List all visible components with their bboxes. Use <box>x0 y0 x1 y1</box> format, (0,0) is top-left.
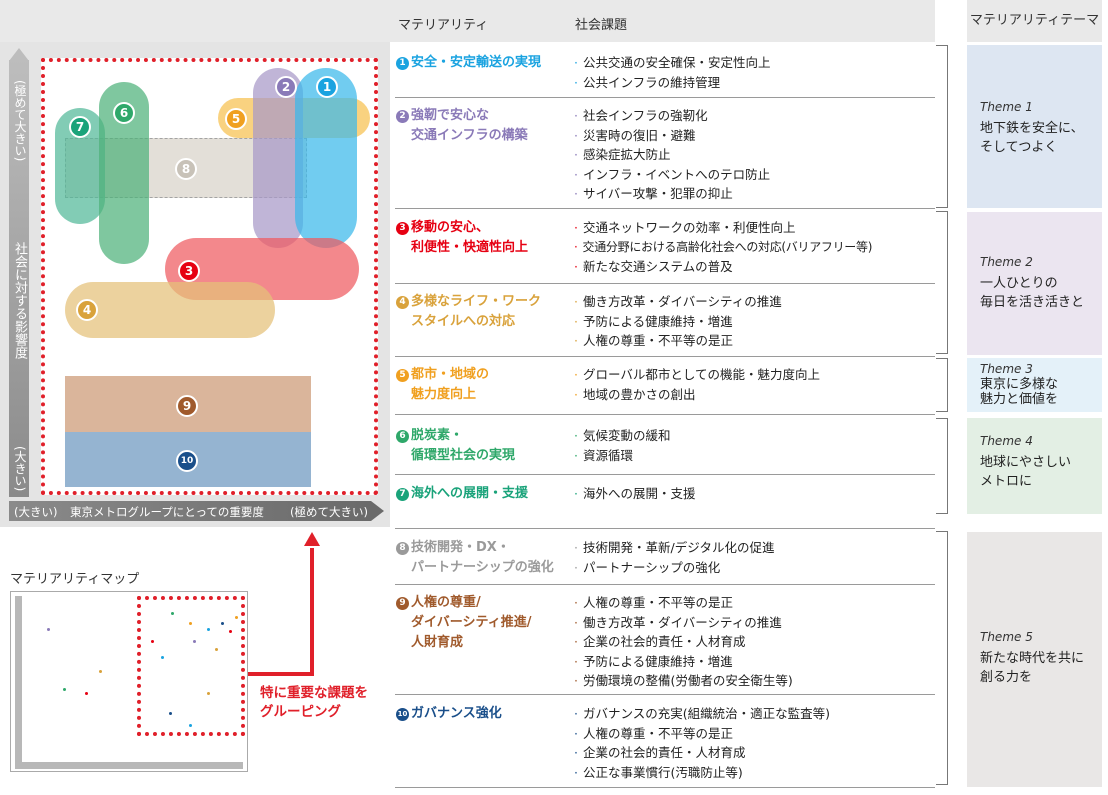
y-axis-bottom-label: (大きい) <box>13 446 27 492</box>
area-1 <box>295 68 357 248</box>
issues-9: ·人権の尊重・不平等の是正 ·働き方改革・ダイバーシティの推進 ·企業の社会的責… <box>574 595 793 688</box>
issues-1: ·公共交通の安全確保・安定性向上 ·公共インフラの維持管理 <box>574 55 771 90</box>
theme-3-bracket <box>936 358 948 412</box>
marker-3: 3 <box>178 260 200 282</box>
header-band <box>0 0 935 42</box>
map-dot <box>169 712 172 715</box>
minimap-highlight <box>137 596 245 736</box>
marker-8: 8 <box>175 158 197 180</box>
x-axis-arrow <box>371 501 384 521</box>
row-divider <box>395 208 935 209</box>
callout-text: 特に重要な課題をグルーピング <box>260 685 368 720</box>
minimap-y-axis <box>15 596 22 768</box>
issues-7: ·海外への展開・支援 <box>574 486 696 501</box>
map-dot <box>189 724 192 727</box>
map-dot <box>229 630 232 633</box>
area-4 <box>65 282 275 338</box>
minimap <box>10 591 248 772</box>
theme-5: Theme 5 新たな時代を共に創る力を <box>967 532 1102 787</box>
callout-arrow <box>304 532 320 546</box>
marker-10: 10 <box>176 450 198 472</box>
map-dot <box>189 622 192 625</box>
issues-10: ·ガバナンスの充実(組織統治・適正な監査等) ·人権の尊重・不平等の是正 ·企業… <box>574 706 830 780</box>
priority-grouping-area: 1 2 3 4 5 6 7 8 9 10 <box>41 58 378 495</box>
map-dot <box>151 640 154 643</box>
map-dot <box>221 622 224 625</box>
map-dot <box>47 628 50 631</box>
marker-5: 5 <box>225 108 247 130</box>
y-axis-arrow <box>9 48 29 61</box>
issues-5: ·グローバル都市としての機能・魅力度向上 ·地域の豊かさの創出 <box>574 367 820 402</box>
x-axis-left-label: (大きい) <box>14 505 58 519</box>
header-theme: マテリアリティテーマ <box>967 0 1102 42</box>
x-axis-bar <box>9 501 371 521</box>
issues-4: ·働き方改革・ダイバーシティの推進 ·予防による健康維持・増進 ·人権の尊重・不… <box>574 294 782 348</box>
marker-1: 1 <box>316 76 338 98</box>
issues-2: ·社会インフラの強靭化 ·災害時の復旧・避難 ·感染症拡大防止 ·インフラ・イベ… <box>574 108 771 201</box>
row-divider <box>395 283 935 284</box>
minimap-title: マテリアリティマップ <box>10 572 140 587</box>
map-dot <box>171 612 174 615</box>
theme-1-bracket <box>936 45 948 208</box>
theme-5-bracket <box>936 531 948 785</box>
map-dot <box>161 656 164 659</box>
row-divider <box>395 474 935 475</box>
theme-2-bracket <box>936 211 948 354</box>
theme-4: Theme 4 地球にやさしいメトロに <box>967 418 1102 514</box>
x-axis-label: 東京メトログループにとっての重要度 <box>70 505 264 519</box>
row-divider <box>395 356 935 357</box>
y-axis-bar <box>9 60 29 497</box>
issues-3: ·交通ネットワークの効率・利便性向上 ·交通分野における高齢化社会への対応(バリ… <box>574 220 873 274</box>
map-dot <box>193 640 196 643</box>
row-divider <box>395 414 935 415</box>
issues-6: ·気候変動の緩和 ·資源循環 <box>574 428 671 463</box>
marker-7: 7 <box>69 116 91 138</box>
map-dot <box>99 670 102 673</box>
theme-4-bracket <box>936 418 948 514</box>
row-divider <box>395 97 935 98</box>
minimap-x-axis <box>15 762 243 769</box>
theme-1: Theme 1 地下鉄を安全に、そしてつよく <box>967 45 1102 208</box>
issues-8: ·技術開発・革新/デジタル化の促進 ·パートナーシップの強化 <box>574 540 775 575</box>
map-dot <box>235 616 238 619</box>
row-divider <box>395 787 935 788</box>
map-dot <box>215 648 218 651</box>
y-axis-top-label: (極めて大きい) <box>13 80 27 162</box>
row-divider <box>395 528 935 529</box>
marker-2: 2 <box>275 76 297 98</box>
map-dot <box>207 628 210 631</box>
row-divider <box>395 584 935 585</box>
row-divider <box>395 694 935 695</box>
callout-line-vertical <box>310 548 314 676</box>
theme-2: Theme 2 一人ひとりの毎日を活き活きと <box>967 212 1102 355</box>
callout-line <box>248 672 312 676</box>
marker-9: 9 <box>176 395 198 417</box>
map-dot <box>207 692 210 695</box>
header-materiality: マテリアリティ <box>398 18 489 33</box>
y-axis-label: 社会に対する影響度 <box>12 242 27 359</box>
map-dot <box>63 688 66 691</box>
map-dot <box>85 692 88 695</box>
marker-4: 4 <box>76 299 98 321</box>
theme-3: Theme 3 東京に多様な魅力と価値を <box>967 358 1102 412</box>
header-social-issues: 社会課題 <box>575 18 628 33</box>
area-2 <box>253 68 303 248</box>
marker-6: 6 <box>113 102 135 124</box>
x-axis-right-label: (極めて大きい) <box>290 505 368 519</box>
